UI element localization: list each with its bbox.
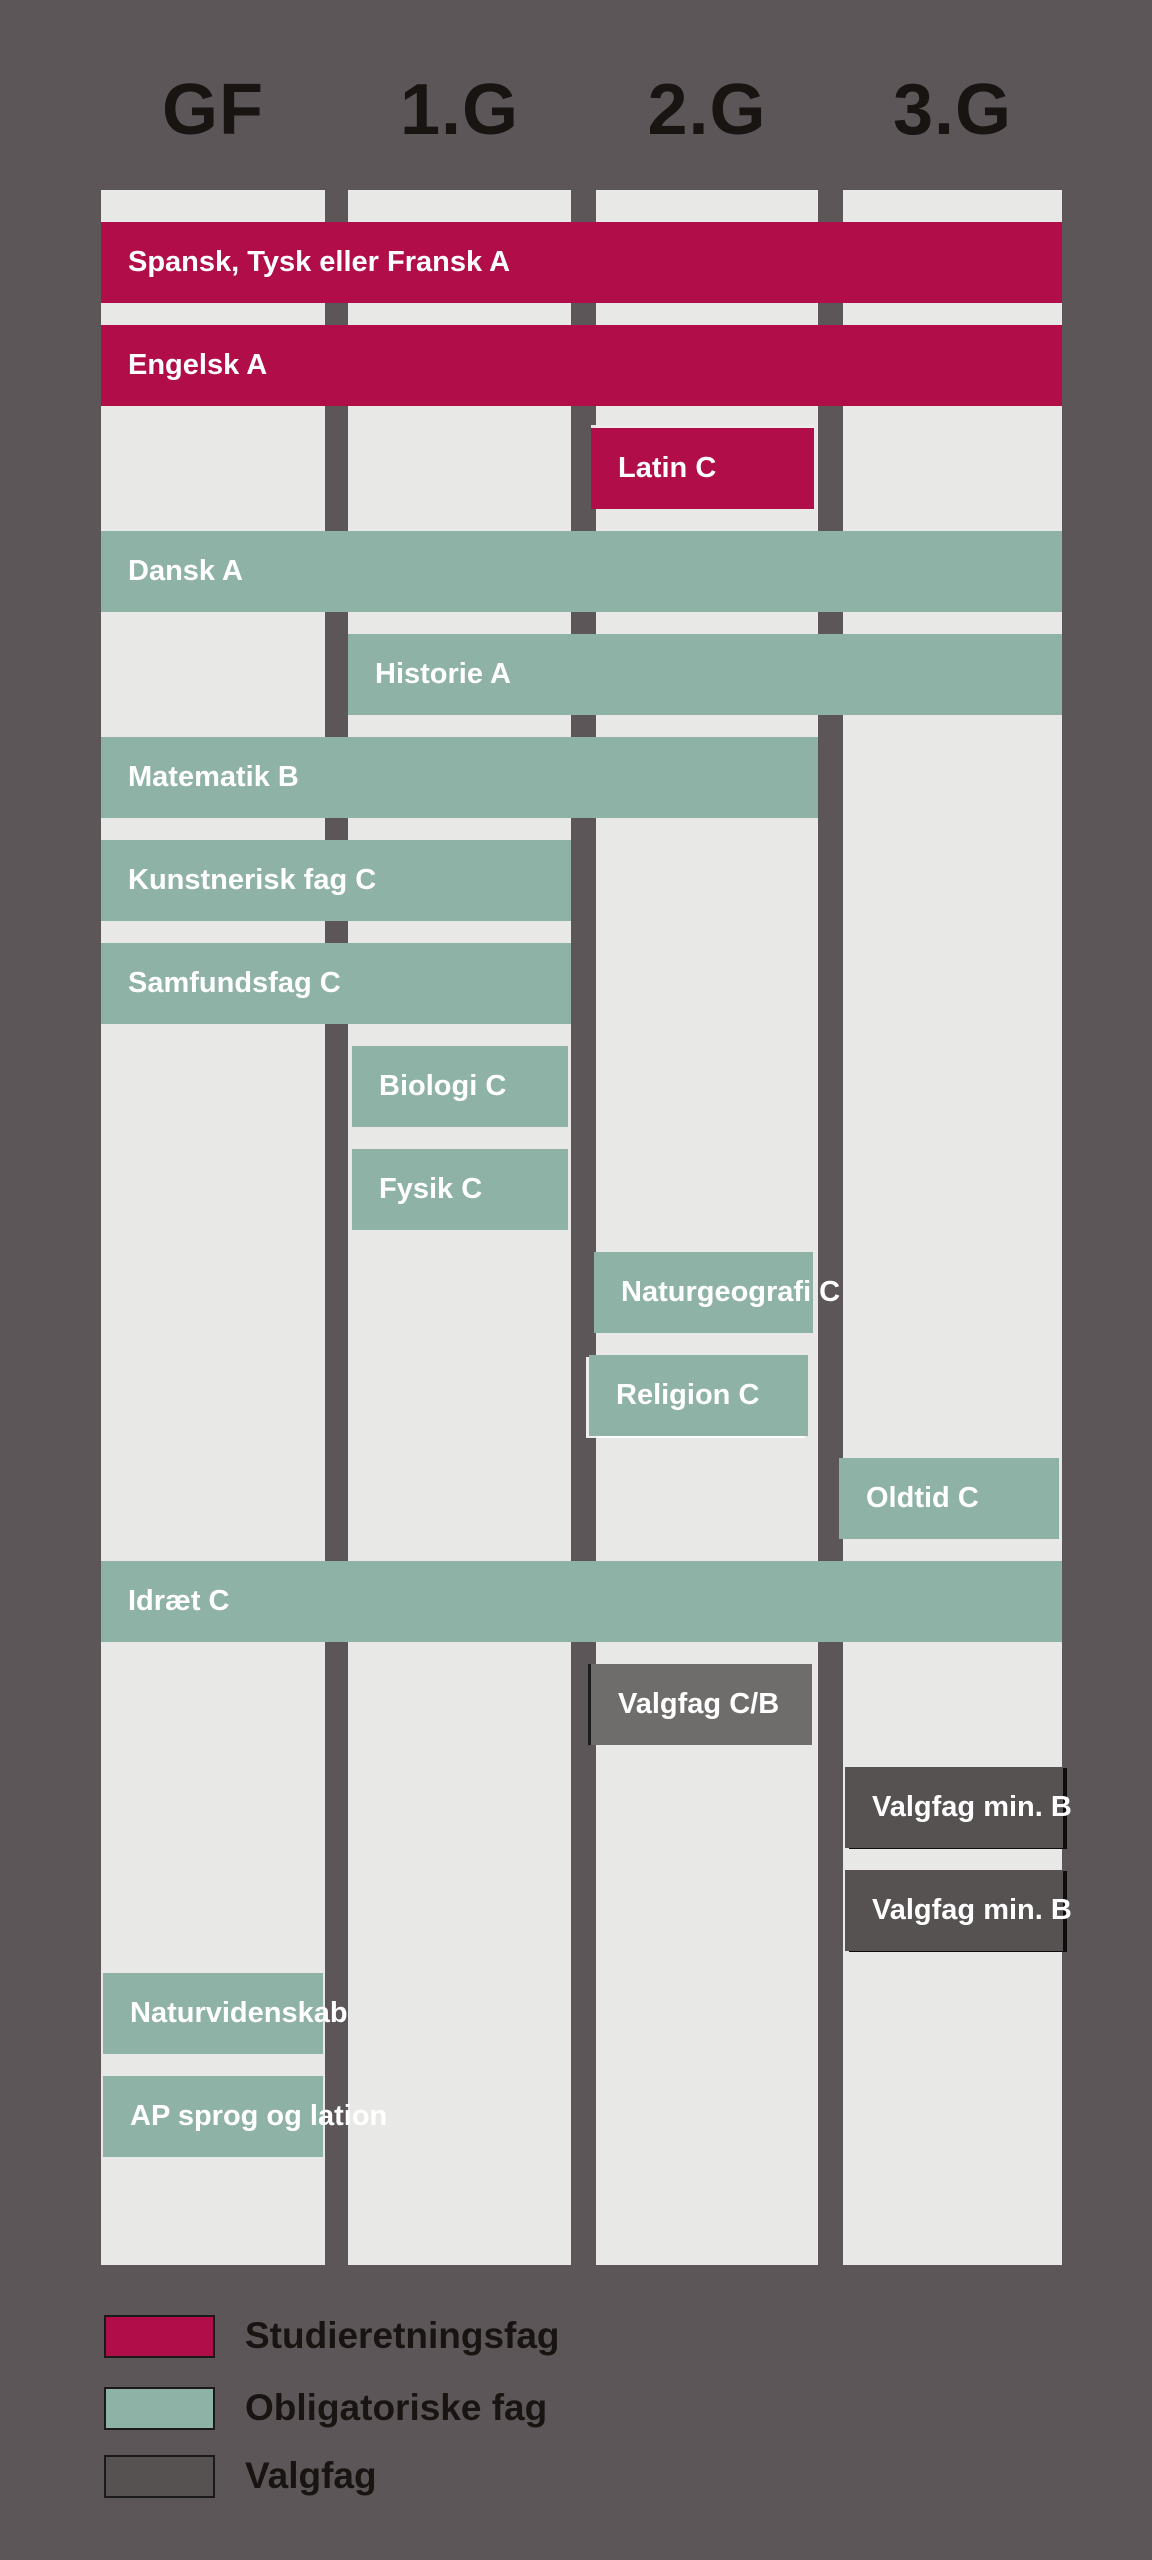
bar-engelsk-a: Engelsk A: [101, 325, 1062, 406]
bar-oldtid-c: Oldtid C: [839, 1458, 1059, 1539]
bar-kunstnerisk-fag-c: Kunstnerisk fag C: [101, 840, 571, 921]
bar-label: Engelsk A: [128, 349, 268, 381]
legend-label-obligatoriske-fag: Obligatoriske fag: [245, 2387, 548, 2428]
legend-label-valgfag: Valgfag: [245, 2455, 377, 2496]
bar-samfundsfag-c: Samfundsfag C: [101, 943, 571, 1024]
legend-swatch-studieretningsfag: [104, 2315, 215, 2358]
bar-label: Latin C: [618, 452, 717, 484]
bar-valgfag-c-b: Valgfag C/B: [591, 1664, 812, 1745]
bar-label: Religion C: [616, 1379, 760, 1411]
bar-historie-a: Historie A: [348, 634, 1062, 715]
bar-matematik-b: Matematik B: [101, 737, 818, 818]
column-header-gf: GF: [162, 70, 264, 150]
bar-dansk-a: Dansk A: [101, 531, 1062, 612]
bar-idraet-c: Idræt C: [101, 1561, 1062, 1642]
bar-religion-c: Religion C: [589, 1355, 808, 1436]
bar-label: Valgfag C/B: [618, 1688, 780, 1720]
bar-label: Naturgeografi C: [621, 1276, 841, 1308]
bar-label: Historie A: [375, 658, 511, 690]
bar-label: Idræt C: [128, 1585, 230, 1617]
bar-naturvidenskab: Naturvidenskab: [103, 1973, 348, 2054]
bar-label: Valgfag min. B: [872, 1791, 1072, 1823]
bar-latin-c: Latin C: [591, 428, 814, 509]
bar-valgfag-min-b: Valgfag min. B: [845, 1870, 1072, 1951]
bar-label: Samfundsfag C: [128, 967, 341, 999]
bar-label: Naturvidenskab: [130, 1997, 348, 2029]
bar-spansk-tysk-eller-fransk-a: Spansk, Tysk eller Fransk A: [101, 222, 1062, 303]
bar-label: Matematik B: [128, 761, 299, 793]
legend-swatch-valgfag: [104, 2455, 215, 2498]
legend-label-studieretningsfag: Studieretningsfag: [245, 2315, 560, 2356]
bar-label: Dansk A: [128, 555, 243, 587]
bar-label: Fysik C: [379, 1173, 483, 1205]
column-3g: [843, 190, 1062, 2265]
bar-label: Valgfag min. B: [872, 1894, 1072, 1926]
bar-valgfag-min-b: Valgfag min. B: [845, 1767, 1072, 1848]
bar-naturgeografi-c: Naturgeografi C: [594, 1252, 840, 1333]
bar-label: AP sprog og lation: [130, 2100, 388, 2132]
bar-label: Biologi C: [379, 1070, 507, 1102]
column-header-1g: 1.G: [399, 70, 520, 150]
column-gf: [101, 190, 325, 2265]
bar-biologi-c: Biologi C: [352, 1046, 568, 1127]
bar-label: Kunstnerisk fag C: [128, 864, 377, 896]
bar-ap-sprog-og-lation: AP sprog og lation: [103, 2076, 387, 2157]
bar-label: Spansk, Tysk eller Fransk A: [128, 246, 511, 278]
bar-label: Oldtid C: [866, 1482, 979, 1514]
legend-swatch-obligatoriske-fag: [104, 2387, 215, 2430]
column-header-3g: 3.G: [892, 70, 1013, 150]
column-header-2g: 2.G: [647, 70, 767, 150]
bar-fysik-c: Fysik C: [352, 1149, 568, 1230]
